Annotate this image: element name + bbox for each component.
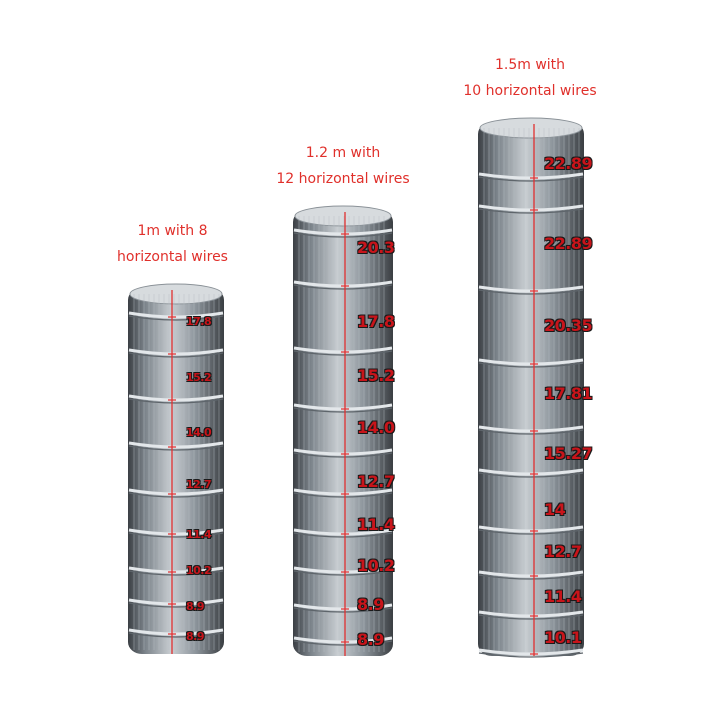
spacing-label: 22.89 <box>544 234 593 253</box>
caption-roll-1: 1m with 8 horizontal wires <box>100 218 245 270</box>
horizontal-wire-shadow <box>478 208 584 214</box>
spacing-label: 17.8 <box>186 314 212 328</box>
horizontal-wire-shadow <box>128 352 224 358</box>
spacing-label: 10.2 <box>357 556 395 575</box>
roll-top <box>479 117 583 139</box>
horizontal-wire-shadow <box>293 452 393 458</box>
horizontal-wire-shadow <box>478 574 584 580</box>
horizontal-wire-shadow <box>293 407 393 413</box>
spacing-label: 15.2 <box>186 370 212 384</box>
horizontal-wire-shadow <box>478 614 584 620</box>
horizontal-wire-shadow <box>293 532 393 538</box>
fence-roll-1m: 17.8 15.2 14.0 12.7 11.4 10.2 8.9 8.9 <box>128 278 224 658</box>
horizontal-wire-shadow <box>293 284 393 290</box>
caption-roll-1-line2: horizontal wires <box>117 249 228 265</box>
roll-body <box>128 288 224 654</box>
spacing-label: 15.2 <box>357 366 395 385</box>
spacing-label: 20.35 <box>544 316 593 335</box>
spacing-label: 12.7 <box>186 477 212 491</box>
horizontal-wire-shadow <box>293 492 393 498</box>
horizontal-wire-shadow <box>128 398 224 404</box>
roll-2-drawing <box>293 205 393 656</box>
spacing-label: 11.4 <box>186 527 212 541</box>
fence-roll-1-5m: 22.89 22.89 20.35 17.81 15.27 14 12.7 11.4 10.1 <box>478 112 593 660</box>
horizontal-wire-shadow <box>293 350 393 356</box>
horizontal-wire-shadow <box>478 652 584 658</box>
spacing-label: 8.9 <box>186 629 205 643</box>
horizontal-wire-shadow <box>128 315 224 321</box>
spacing-label: 14 <box>544 500 566 519</box>
spacing-label: 10.2 <box>186 563 212 577</box>
horizontal-wire-shadow <box>478 429 584 435</box>
caption-roll-1-line1: 1m with 8 <box>137 223 208 239</box>
horizontal-wire-shadow <box>478 176 584 182</box>
caption-roll-3: 1.5m with 10 horizontal wires <box>455 52 605 104</box>
horizontal-wire-shadow <box>128 445 224 451</box>
spacing-label: 11.4 <box>544 587 582 606</box>
caption-roll-2-line2: 12 horizontal wires <box>276 171 410 187</box>
spacing-label: 12.7 <box>357 472 395 491</box>
roll-body <box>478 122 584 656</box>
spacing-label: 8.9 <box>186 599 205 613</box>
roll-1-drawing <box>128 283 224 654</box>
horizontal-wire-shadow <box>293 640 393 646</box>
spacing-label: 17.81 <box>544 384 593 403</box>
horizontal-wire-shadow <box>478 289 584 295</box>
caption-roll-2: 1.2 m with 12 horizontal wires <box>268 140 418 192</box>
caption-roll-3-line1: 1.5m with <box>494 57 566 73</box>
spacing-label: 8.9 <box>357 595 384 614</box>
horizontal-wire-shadow <box>128 632 224 638</box>
roll-body <box>293 210 393 656</box>
fence-roll-1-2m: 20.3 17.8 15.2 14.0 12.7 11.4 10.2 8.9 8.9 <box>293 200 395 660</box>
spacing-label: 10.1 <box>544 628 582 647</box>
spacing-label: 14.0 <box>186 425 212 439</box>
spacing-label: 20.3 <box>357 238 395 257</box>
horizontal-wire-shadow <box>128 570 224 576</box>
spacing-label: 11.4 <box>357 515 395 534</box>
horizontal-wire-shadow <box>128 602 224 608</box>
caption-roll-2-line1: 1.2 m with <box>305 145 381 161</box>
spacing-label: 12.7 <box>544 542 582 561</box>
horizontal-wire-shadow <box>293 607 393 613</box>
spacing-label: 14.0 <box>357 418 395 437</box>
horizontal-wire-shadow <box>293 232 393 238</box>
horizontal-wire-shadow <box>478 529 584 535</box>
horizontal-wire-shadow <box>478 472 584 478</box>
spacing-label: 15.27 <box>544 444 593 463</box>
horizontal-wire-shadow <box>478 362 584 368</box>
horizontal-wire-shadow <box>128 532 224 538</box>
caption-roll-3-line2: 10 horizontal wires <box>463 83 597 99</box>
roll-3-drawing <box>478 117 584 658</box>
spacing-label: 22.89 <box>544 154 593 173</box>
horizontal-wire-shadow <box>128 492 224 498</box>
spacing-label: 17.8 <box>357 312 395 331</box>
horizontal-wire-shadow <box>293 570 393 576</box>
spacing-label: 8.9 <box>357 630 384 649</box>
